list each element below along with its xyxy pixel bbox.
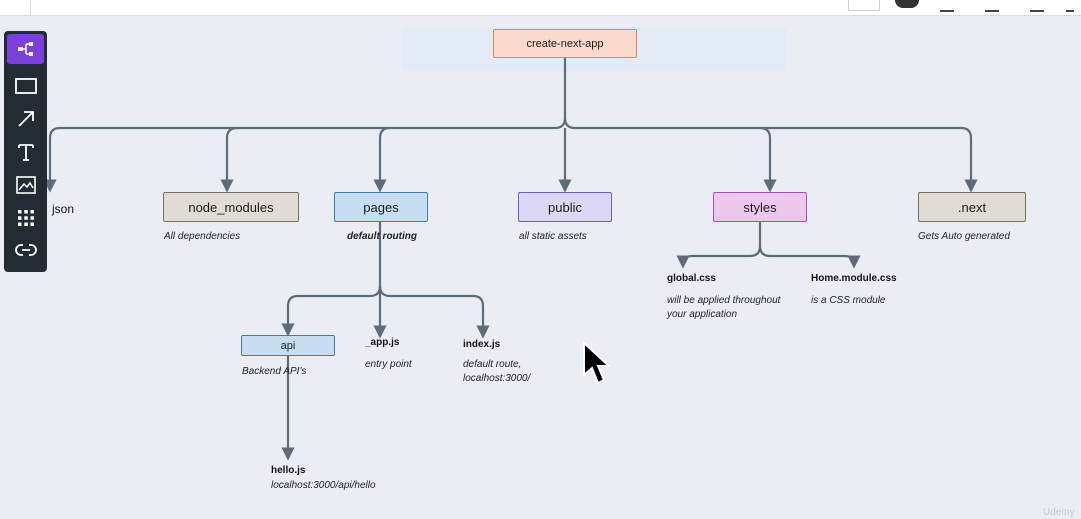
link-index-js [378, 285, 490, 339]
app-js-caption: entry point [365, 359, 412, 370]
rectangle-tool[interactable] [7, 71, 44, 101]
image-tool[interactable] [7, 170, 44, 200]
styles-node[interactable]: styles [713, 192, 807, 222]
arrow-tool[interactable] [7, 104, 44, 134]
public-caption: all static assets [519, 231, 587, 242]
pages-node[interactable]: pages [334, 192, 428, 222]
diagram-tool[interactable] [7, 34, 44, 64]
styles-trunk [676, 222, 762, 269]
api-caption: Backend API's [242, 366, 307, 377]
home-module-label: Home.module.css [811, 273, 897, 284]
rectangle-icon [14, 78, 37, 94]
more-icon[interactable] [1066, 0, 1074, 12]
link-tool[interactable] [7, 235, 44, 265]
arrow-icon [17, 111, 34, 127]
root-trunk [43, 57, 567, 193]
global-css-caption-line1: will be applied throughout [667, 295, 781, 306]
undo-icon[interactable] [940, 0, 954, 12]
index-js-label: index.js [463, 339, 501, 350]
next-caption: Gets Auto generated [918, 231, 1010, 242]
top-bar [0, 0, 1081, 16]
api-node[interactable]: api [241, 335, 335, 356]
index-js-caption-line2: localhost:3000/ [463, 373, 531, 384]
text-icon [17, 144, 34, 161]
image-icon [15, 176, 36, 194]
tool-palette [4, 31, 47, 272]
hello-js-caption: localhost:3000/api/hello [271, 480, 376, 491]
diagram-icon [17, 42, 33, 56]
pin-icon[interactable] [985, 0, 999, 12]
root-right [563, 117, 978, 193]
pages-caption: default routing [347, 231, 417, 242]
home-module-caption: is a CSS module [811, 295, 886, 306]
root-node[interactable]: create-next-app [493, 29, 637, 58]
search-icon[interactable] [1030, 0, 1044, 12]
link-icon [14, 244, 37, 256]
avatar[interactable] [895, 0, 919, 8]
top-bar-divider [30, 0, 31, 15]
link-node-modules [220, 126, 238, 193]
mouse-cursor-icon [583, 341, 612, 385]
app-js-label: _app.js [365, 337, 400, 348]
hello-js-label: hello.js [271, 465, 306, 476]
next-node[interactable]: .next [918, 192, 1026, 222]
node-modules-node[interactable]: node_modules [163, 192, 299, 222]
index-js-caption-line1: default route, [463, 359, 522, 370]
text-tool[interactable] [7, 137, 44, 167]
link-pages [373, 126, 391, 193]
top-button-box[interactable] [848, 0, 880, 11]
global-css-label: global.css [667, 273, 716, 284]
link-styles [759, 126, 777, 193]
udemy-watermark: Udemy [1043, 507, 1075, 518]
partial-node-label: json [52, 202, 75, 216]
link-home-module [758, 245, 861, 269]
grid-tool[interactable] [7, 203, 44, 233]
grid-icon [17, 210, 34, 226]
node-modules-caption: All dependencies [164, 231, 241, 242]
public-node[interactable]: public [518, 192, 612, 222]
global-css-caption-line2: your application [667, 309, 738, 320]
